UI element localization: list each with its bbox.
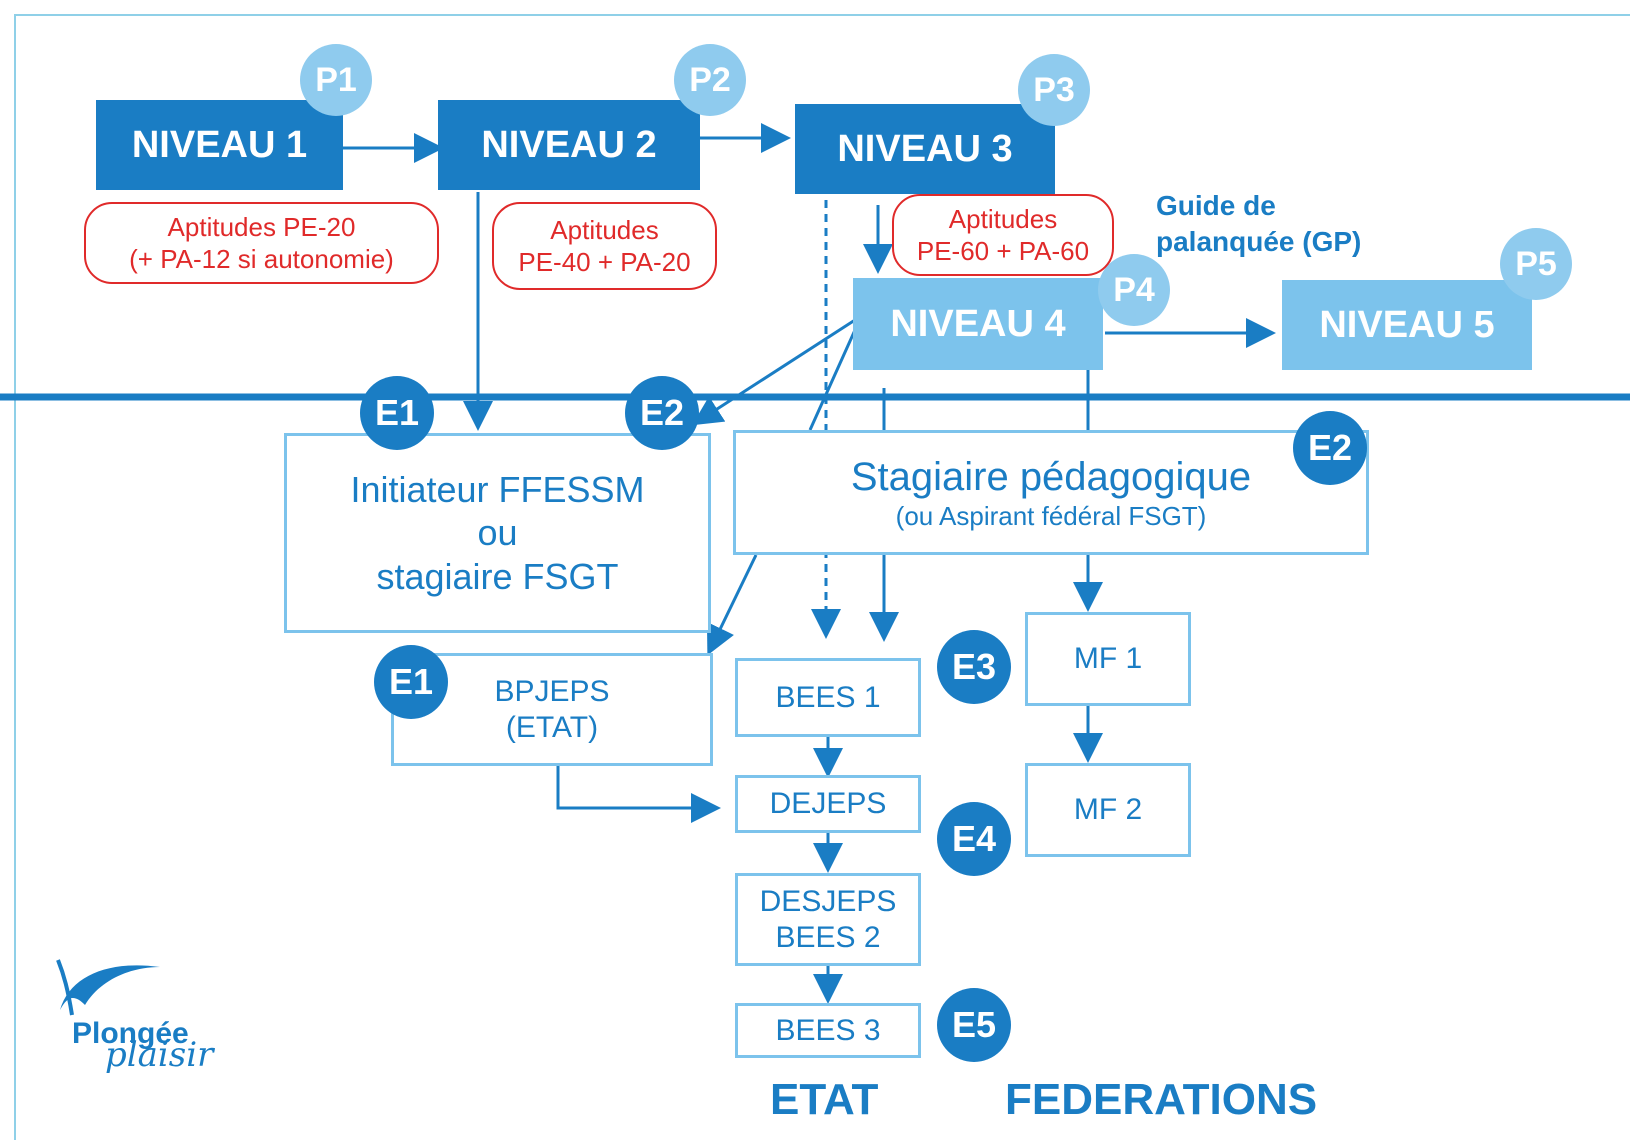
desjeps-box: DESJEPS BEES 2 (735, 873, 921, 966)
niveau-1-label: NIVEAU 1 (131, 123, 308, 166)
mf2-box: MF 2 (1025, 763, 1191, 857)
footer-etat-label: ETAT (770, 1075, 879, 1124)
mf2-label: MF 2 (1073, 793, 1143, 826)
guide-line2: palanquée (GP) (1156, 226, 1362, 258)
badge-p2: P2 (674, 44, 746, 116)
footer-federations-label: FEDERATIONS (1005, 1075, 1318, 1124)
guide-line1: Guide de (1156, 190, 1276, 221)
guide-palanquee-label: Guide de palanquée (GP) (1156, 188, 1361, 261)
niveau-5-label: NIVEAU 5 (1319, 303, 1495, 346)
desjeps-line2: BEES 2 (775, 920, 881, 954)
bees3-label: BEES 3 (775, 1013, 881, 1047)
dejeps-box: DEJEPS (735, 775, 921, 833)
bpjeps-line1: BPJEPS (494, 674, 610, 708)
initiateur-line2: ou (477, 512, 518, 554)
niveau-4-label: NIVEAU 4 (890, 302, 1066, 345)
niveau-1-box: NIVEAU 1 (96, 100, 343, 190)
niveau-4-box: NIVEAU 4 (853, 278, 1103, 370)
arrow-stagiaire-bpjeps (706, 554, 758, 656)
bees1-label: BEES 1 (775, 680, 881, 714)
dolphin-icon (56, 959, 160, 1016)
stagiaire-title: Stagiaire pédagogique (850, 454, 1252, 499)
logo-script-text: plaisir (105, 1035, 214, 1075)
mf1-box: MF 1 (1025, 612, 1191, 706)
badge-e1-initiateur: E1 (360, 376, 434, 450)
stagiaire-pedagogique-box: Stagiaire pédagogique (ou Aspirant fédér… (733, 430, 1369, 555)
niveau-5-box: NIVEAU 5 (1282, 280, 1532, 370)
arrow-bpjeps-dejeps (556, 766, 721, 823)
dejeps-label: DEJEPS (769, 787, 887, 820)
niveau-3-box: NIVEAU 3 (795, 104, 1055, 194)
logo-brand-text: Plongée (72, 1017, 189, 1050)
aptitudes-n2-line2: PE-40 + PA-20 (518, 247, 691, 277)
mf1-label: MF 1 (1073, 642, 1143, 675)
initiateur-line1: Initiateur FFESSM (350, 469, 645, 511)
initiateur-box: Initiateur FFESSM ou stagiaire FSGT (284, 433, 711, 633)
aptitudes-n1-line1: Aptitudes PE-20 (167, 211, 356, 242)
aptitudes-niveau-3: Aptitudes PE-60 + PA-60 (892, 194, 1114, 276)
stagiaire-subtitle: (ou Aspirant fédéral FSGT) (895, 500, 1207, 531)
badge-e4: E4 (937, 802, 1011, 876)
line-n4-stagiaire (808, 329, 857, 431)
desjeps-line1: DESJEPS (759, 884, 897, 918)
aptitudes-n3-line2: PE-60 + PA-60 (916, 236, 1090, 266)
aptitudes-n1-line2: (+ PA-12 si autonomie) (129, 244, 394, 274)
initiateur-line3: stagiaire FSGT (376, 555, 619, 597)
aptitudes-niveau-1: Aptitudes PE-20 (+ PA-12 si autonomie) (84, 202, 439, 284)
badge-p1: P1 (300, 44, 372, 116)
aptitudes-n2-line1: Aptitudes (550, 214, 659, 245)
plongee-plaisir-logo: Plongée plaisir (50, 955, 225, 1075)
bpjeps-line2: (ETAT) (505, 710, 599, 744)
badge-e1-bpjeps: E1 (374, 645, 448, 719)
badge-e2-stagiaire: E2 (1293, 411, 1367, 485)
aptitudes-n3-line1: Aptitudes (948, 203, 1058, 234)
arrow-n4-e2 (691, 318, 856, 426)
bees1-box: BEES 1 (735, 658, 921, 737)
badge-p5: P5 (1500, 228, 1572, 300)
aptitudes-niveau-2: Aptitudes PE-40 + PA-20 (492, 202, 717, 290)
badge-p4: P4 (1098, 254, 1170, 326)
badge-p3: P3 (1018, 54, 1090, 126)
diagram-frame (14, 14, 1630, 1140)
badge-e2-initiateur: E2 (625, 376, 699, 450)
badge-e3: E3 (937, 630, 1011, 704)
badge-e5: E5 (937, 988, 1011, 1062)
niveau-2-label: NIVEAU 2 (481, 123, 657, 166)
niveau-3-label: NIVEAU 3 (837, 127, 1013, 170)
niveau-2-box: NIVEAU 2 (438, 100, 700, 190)
bees3-box: BEES 3 (735, 1003, 921, 1058)
